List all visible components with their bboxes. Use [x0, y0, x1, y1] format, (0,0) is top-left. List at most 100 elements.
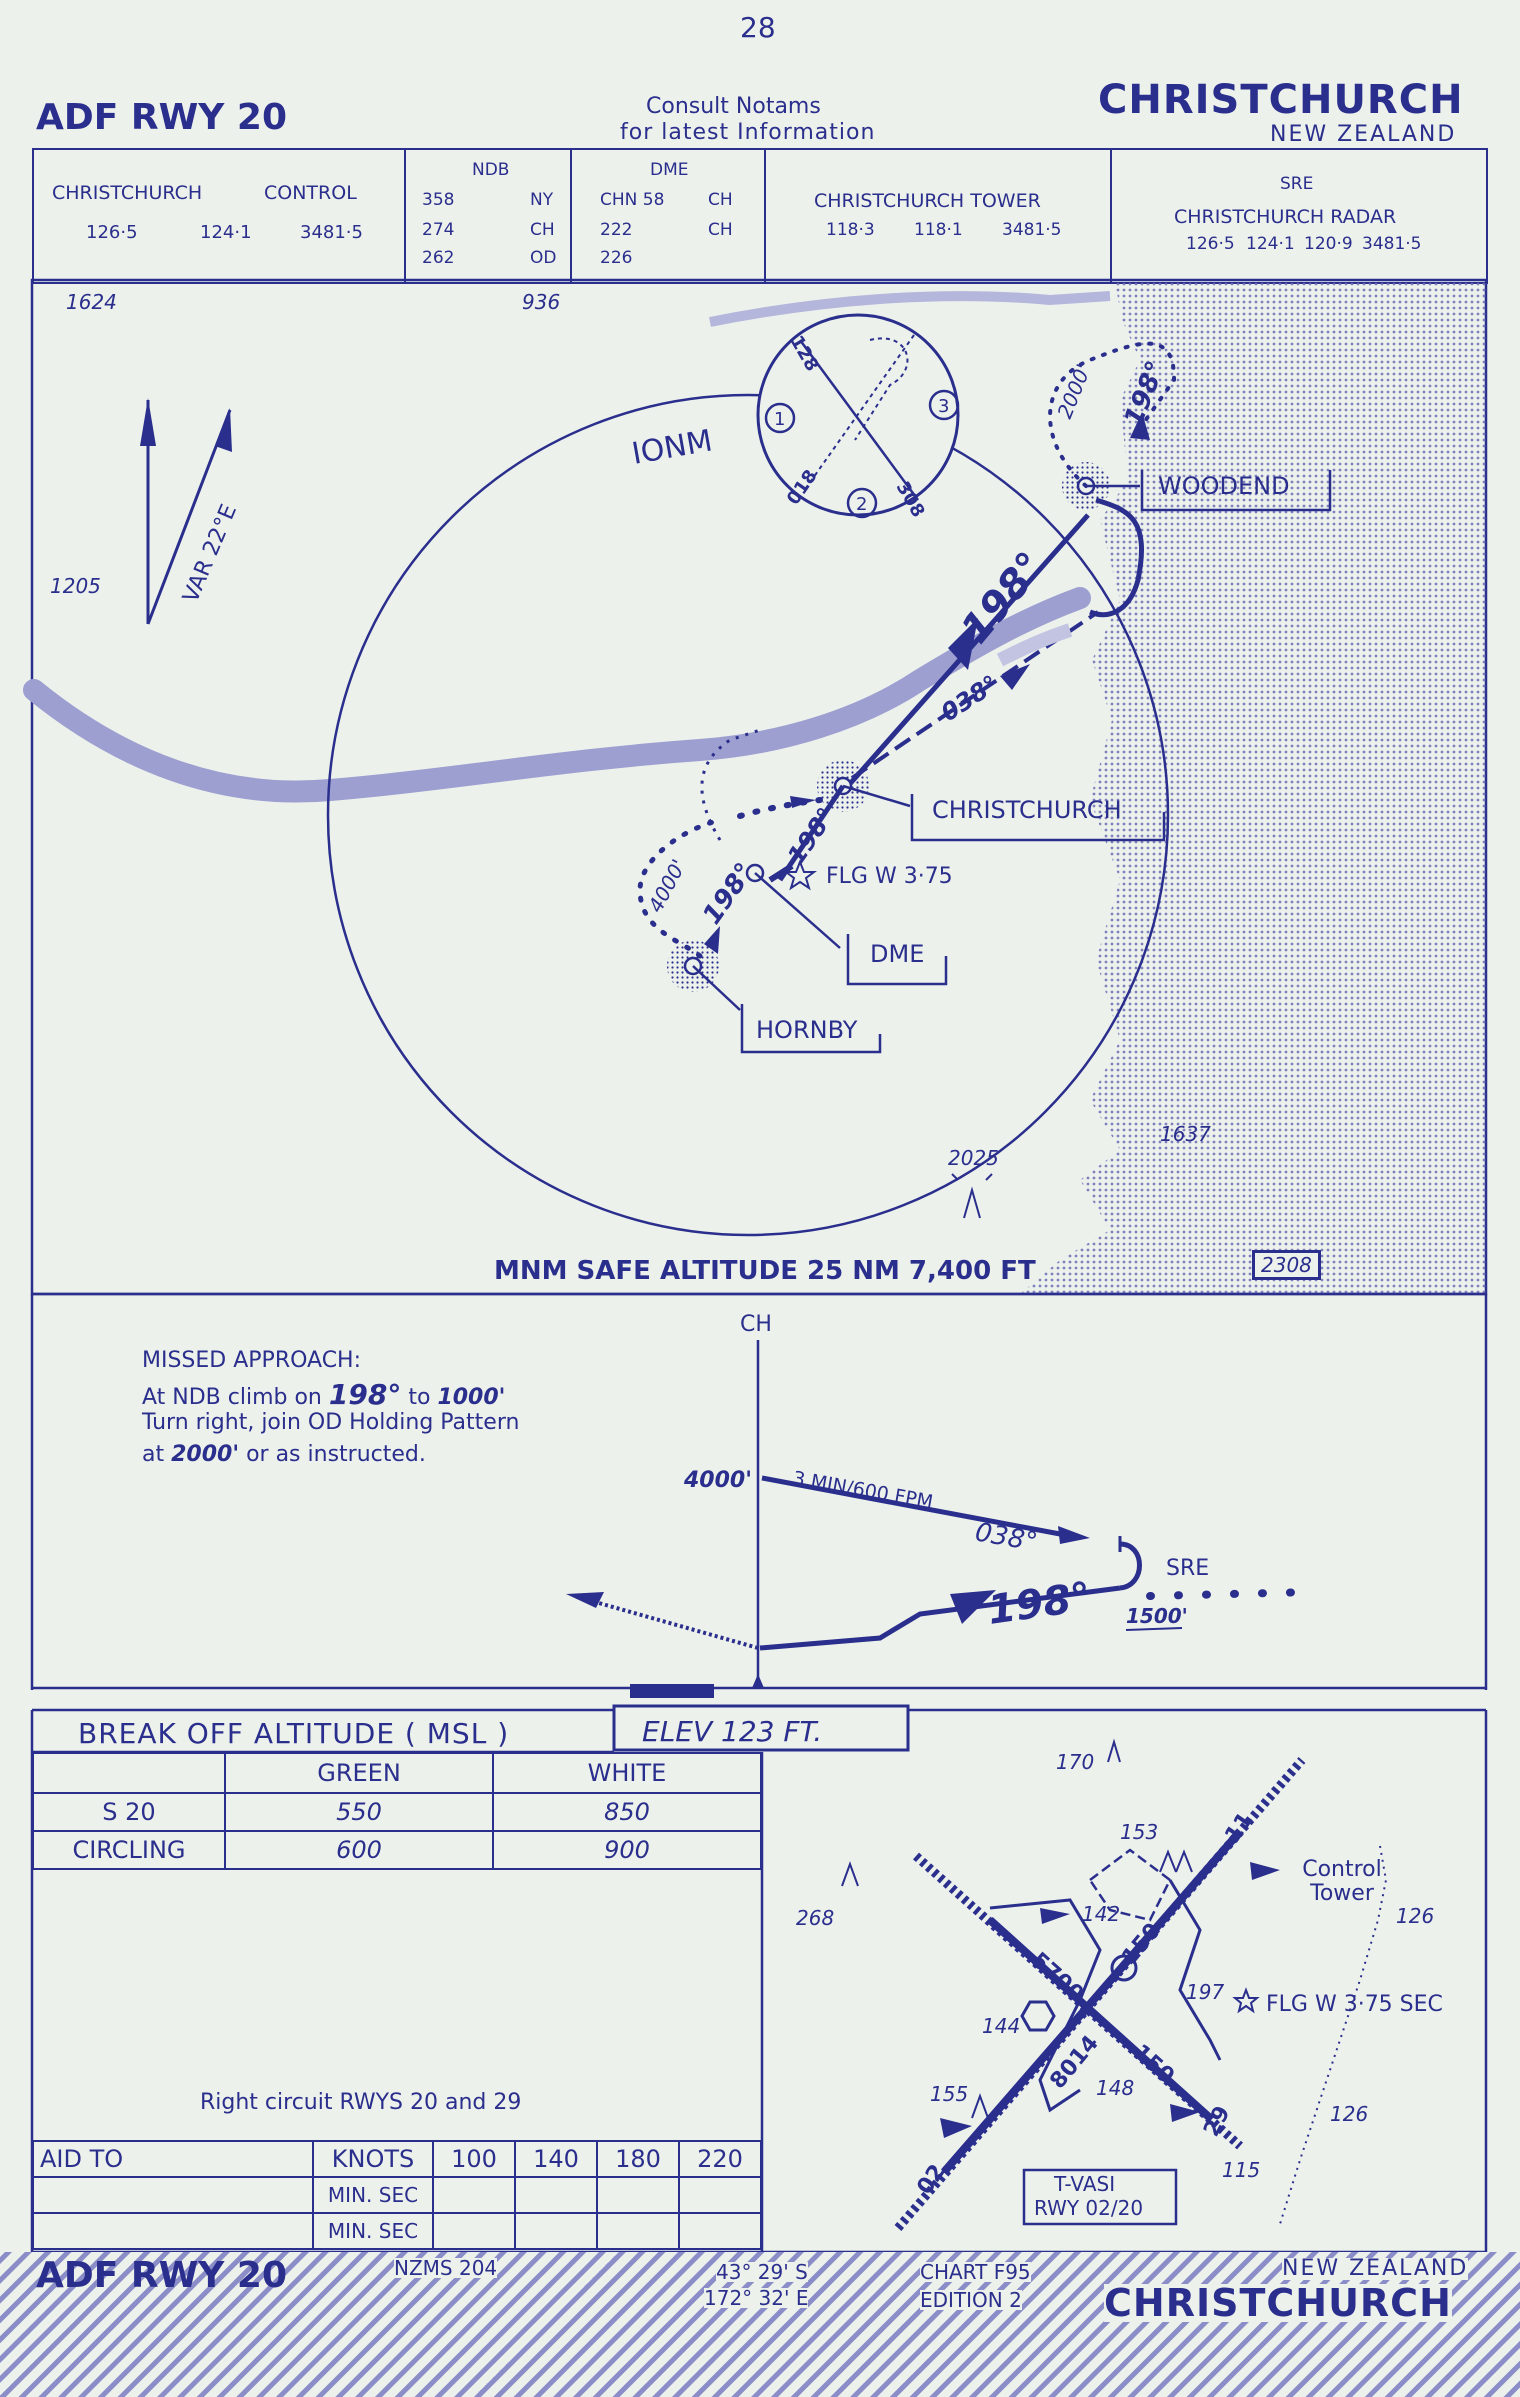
tower-name: CHRISTCHURCH TOWER	[814, 190, 1041, 212]
inset-track-128	[798, 339, 920, 501]
apron-outline	[1088, 1848, 1172, 1922]
river	[23, 587, 1091, 803]
table-cell	[32, 2176, 314, 2214]
radar-name: CHRISTCHURCH RADAR	[1174, 206, 1397, 228]
profile-inbound	[759, 1585, 1121, 1651]
profile-alt-4000: 4000'	[684, 1468, 752, 1493]
table-cell	[32, 2212, 314, 2250]
profile-missed	[573, 1594, 759, 1650]
hexagon-symbol	[1020, 2000, 1056, 2032]
msa-label: MNM SAFE ALTITUDE 25 NM 7,400 FT	[494, 1256, 1036, 1286]
hornby-altitude: 4000'	[643, 855, 691, 916]
footer-lon: 172° 32' E	[704, 2286, 809, 2310]
profile-beacon: CH	[740, 1312, 772, 1337]
woodend-callout	[1086, 470, 1332, 512]
table-cell	[678, 2176, 762, 2214]
table-cell: 600	[224, 1830, 494, 1870]
radar-header: SRE	[1280, 174, 1314, 194]
ad-label-115: 115	[1222, 2158, 1261, 2182]
spot-height-2025: 2025	[948, 1146, 999, 1170]
footer-title: ADF RWY 20	[36, 2255, 287, 2296]
hornby-callout	[692, 965, 882, 1054]
ndb-freq: 274	[422, 220, 455, 240]
footer-chart: CHART F95	[920, 2260, 1031, 2284]
table-header: GREEN	[224, 1752, 494, 1794]
dme-header: DME	[650, 160, 689, 180]
comms-divider	[570, 148, 572, 282]
ad-label-170: 170	[1056, 1750, 1095, 1774]
ndb-freq: 358	[422, 190, 455, 210]
tower-freq: 118·1	[914, 220, 963, 240]
missed-text: At NDB climb on	[142, 1385, 322, 1410]
runway-11-29-core	[987, 1917, 1213, 2121]
elev-box	[612, 1704, 910, 1752]
table-cell: MIN. SEC	[312, 2176, 434, 2214]
table-cell: 100	[432, 2140, 516, 2178]
magnetic-north-arrowhead	[215, 408, 232, 452]
flg-star	[783, 859, 817, 891]
outbound-tail	[996, 623, 1073, 667]
dme-ident: CH	[708, 220, 733, 240]
dme-channel: 222	[600, 220, 633, 240]
woodend-label: WOODEND	[1158, 472, 1290, 500]
table-cell: MIN. SEC	[312, 2212, 434, 2250]
outbound-arrowhead	[1000, 664, 1030, 690]
ad-label-148: 148	[1096, 2076, 1135, 2100]
runway-mark	[768, 863, 794, 883]
radar-freq: 120·9	[1304, 234, 1353, 254]
location-country: NEW ZEALAND	[1270, 122, 1457, 147]
missed-approach-line3: at 2000' or as instructed.	[142, 1442, 426, 1467]
table-cell: 550	[224, 1792, 494, 1832]
sea-area	[1020, 282, 1486, 1294]
table-header: WHITE	[492, 1752, 762, 1794]
missed-altitude: 1000'	[437, 1385, 506, 1410]
ndb-header: NDB	[472, 160, 510, 180]
vasi-arrow-1	[1250, 1862, 1280, 1880]
profile-missed-arrow	[566, 1592, 604, 1608]
ndb-ident: CH	[530, 220, 555, 240]
missed-text: or as instructed.	[246, 1442, 426, 1467]
vasi-box	[1022, 2168, 1178, 2226]
ad-label-155: 155	[930, 2082, 969, 2106]
tower-star	[1232, 1987, 1260, 2014]
table-cell: 220	[678, 2140, 762, 2178]
runway-label-5700: 5700	[1026, 1948, 1088, 2008]
ad-label-268: 268	[796, 1906, 835, 1930]
circuit-note: Right circuit RWYS 20 and 29	[200, 2090, 522, 2115]
aerodrome-ref	[1110, 1954, 1138, 1982]
footer-city: CHRISTCHURCH	[1104, 2281, 1452, 2325]
hornby-hold	[637, 817, 723, 959]
control-label: CONTROL	[264, 182, 357, 204]
tower-freq: 118·3	[826, 220, 875, 240]
inset-entry-3	[928, 389, 960, 421]
control-freq: 126·5	[86, 222, 138, 243]
obstacle-170	[1107, 1738, 1121, 1763]
table-cell: 180	[596, 2140, 680, 2178]
profile-1500-underline	[1125, 1627, 1183, 1631]
obstacle-153	[1159, 1849, 1193, 1873]
missed-text: at	[142, 1442, 165, 1467]
spot-height-936: 936	[522, 290, 561, 314]
runway-bar	[630, 1684, 714, 1698]
tower-freq: 3481·5	[1002, 220, 1062, 240]
table-cell: 900	[492, 1830, 762, 1870]
radar-freq: 3481·5	[1362, 234, 1422, 254]
profile-track-out: 038°	[973, 1517, 1040, 1557]
location-name: CHRISTCHURCH	[1098, 77, 1464, 123]
profile-outbound	[761, 1475, 1061, 1537]
vasi-line2: RWY 02/20	[1034, 2196, 1144, 2220]
runway-02-20-core	[940, 1833, 1240, 2175]
footer-country: NEW ZEALAND	[1282, 2256, 1469, 2281]
christchurch-label: CHRISTCHURCH	[932, 796, 1122, 824]
missed-approach-line2: Turn right, join OD Holding Pattern	[142, 1410, 520, 1435]
ten-nm-ring	[326, 393, 1170, 1237]
ad-flg-label: FLG W 3·75 SEC	[1266, 1992, 1443, 2017]
inset-entry-1-label: 1	[774, 409, 785, 430]
dme-callout	[754, 872, 948, 986]
control-freq: 3481·5	[300, 222, 363, 243]
footer-map-ref: NZMS 204	[394, 2256, 498, 2280]
inbound-arrowhead	[948, 618, 978, 670]
profile-turn	[1119, 1541, 1142, 1591]
missed-track: 198°	[328, 1378, 402, 1411]
